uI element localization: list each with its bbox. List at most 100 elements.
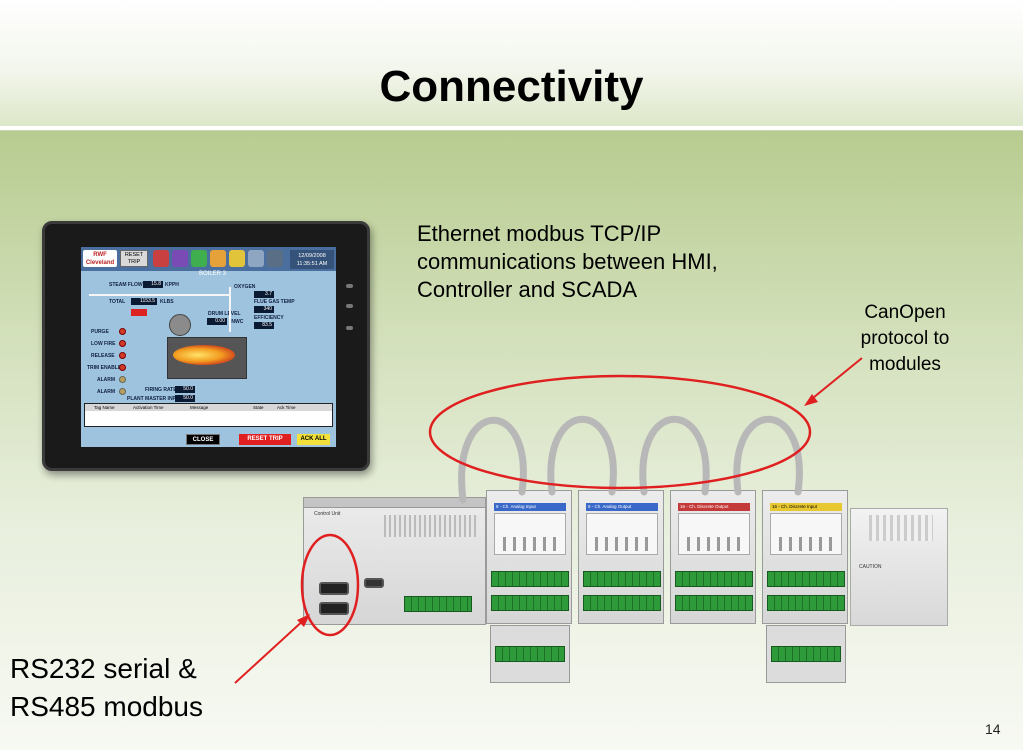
control-unit-label: Control Unit [314, 511, 341, 517]
io-module-discrete-output: 16 - Ch. Discrete Output [670, 490, 756, 624]
slide-title: Connectivity [379, 62, 644, 111]
module-label: 8 - Ch. Analog Input [494, 503, 566, 511]
alarm-lamp [119, 388, 126, 395]
ack-all-button[interactable]: ACK ALL [297, 434, 330, 445]
io-module-analog-input: 8 - Ch. Analog Input [486, 490, 572, 624]
flue-stack [229, 287, 231, 332]
rs485-serial-port[interactable] [319, 602, 349, 615]
status-led [346, 326, 353, 330]
status-led [346, 304, 353, 308]
hmi-screen: RWF Cleveland RESET TRIP 12/09/2008 11:3… [81, 247, 336, 447]
power-supply: CAUTION [850, 508, 948, 626]
serial-callout-line: RS485 modbus [10, 691, 204, 722]
canopen-cable [547, 416, 617, 496]
canopen-cable [458, 416, 527, 504]
close-button[interactable]: CLOSE [186, 434, 220, 445]
lamp-label: RELEASE [91, 353, 115, 359]
terminal-block [675, 571, 753, 587]
terminal-drawer[interactable] [490, 625, 570, 683]
efficiency-label: EFFICIENCY [254, 315, 284, 321]
hmi-reset-trip-top-button[interactable]: RESET TRIP [120, 250, 148, 267]
alarm-lamp [119, 376, 126, 383]
boiler-icon[interactable] [248, 250, 264, 267]
hmi-touch-panel: RWF Cleveland RESET TRIP 12/09/2008 11:3… [42, 221, 370, 471]
oxygen-value: 3.7 [254, 291, 274, 298]
serial-callout: RS232 serial & RS485 modbus [10, 650, 270, 726]
terminal-block [771, 646, 841, 662]
steam-flow-value: 15.8 [143, 281, 163, 288]
total-value: 1153.5 [131, 298, 157, 305]
drum-level-label: DRUM LEVEL [208, 311, 241, 317]
ethernet-callout: Ethernet modbus TCP/IP communications be… [417, 221, 718, 302]
firing-rate-label: FIRING RATE [145, 387, 177, 393]
column-header: Activation Time [133, 405, 164, 410]
canopen-arrow-head [804, 394, 818, 406]
control-unit-top [304, 498, 485, 508]
terminal-block [491, 571, 569, 587]
lamp-label: TRIM ENABLE [87, 365, 122, 371]
steam-flow-unit: KPPH [165, 282, 179, 288]
boiler-title: BOILER 3 [199, 271, 227, 277]
psu-caution-label: CAUTION [859, 564, 882, 570]
plant-master-label: PLANT MASTER INPUT [127, 396, 183, 402]
column-header: Ack Time [277, 405, 296, 410]
terminal-block [583, 571, 661, 587]
total-label: TOTAL [109, 299, 126, 305]
column-header: Message [190, 405, 209, 410]
canopen-cable [639, 416, 710, 496]
reset-trip-button[interactable]: RESET TRIP [239, 434, 291, 445]
trend-icon[interactable] [267, 250, 283, 267]
total-unit: KLBS [160, 299, 174, 305]
column-header: Tag Name [94, 405, 115, 410]
purge-lamp [119, 328, 126, 335]
low-fire-lamp [119, 340, 126, 347]
module-label: 16 - Ch. Discrete Input [770, 503, 842, 511]
burner-status [131, 309, 147, 316]
io-module-analog-output: 8 - Ch. Analog Output [578, 490, 664, 624]
flame-icon[interactable] [229, 250, 245, 267]
help-icon[interactable] [172, 250, 188, 267]
alarm-table-header: Tag Name Activation Time Message State A… [85, 404, 332, 411]
steam-drum [169, 314, 191, 336]
page-number: 14 [985, 721, 1001, 737]
efficiency-value: 83.5 [254, 322, 274, 329]
io-module-discrete-input: 16 - Ch. Discrete Input [762, 490, 848, 624]
fan-icon[interactable] [191, 250, 207, 267]
terminal-block [675, 595, 753, 611]
valve-icon[interactable] [210, 250, 226, 267]
release-lamp [119, 352, 126, 359]
terminal-block [583, 595, 661, 611]
terminal-drawer[interactable] [766, 625, 846, 683]
rs232-serial-port[interactable] [319, 582, 349, 595]
control-unit: Control Unit [303, 497, 486, 625]
plant-master-value: 50.0 [175, 395, 195, 402]
vent-grille [384, 515, 479, 537]
module-window [678, 513, 750, 555]
status-led [346, 284, 353, 288]
title-divider [0, 126, 1023, 131]
terminal-block [491, 595, 569, 611]
trim-enable-lamp [119, 364, 126, 371]
module-window [586, 513, 658, 555]
terminal-block [495, 646, 565, 662]
ethernet-port[interactable] [364, 578, 384, 588]
lamp-label: ALARM [97, 389, 116, 395]
flue-gas-value: 340 [254, 306, 274, 313]
vent-grille [869, 515, 933, 541]
firing-rate-value: 50.0 [175, 386, 195, 393]
alarm-icon[interactable] [153, 250, 169, 267]
serial-callout-line: RS232 serial & [10, 653, 197, 684]
burner-flame [173, 345, 235, 365]
lamp-label: ALARM [97, 377, 116, 383]
alarm-table: Tag Name Activation Time Message State A… [84, 403, 333, 427]
column-header: State [253, 405, 264, 410]
company-logo: RWF Cleveland [83, 250, 117, 267]
module-window [494, 513, 566, 555]
flue-gas-label: FLUE GAS TEMP [254, 299, 295, 305]
canopen-cable [733, 416, 803, 496]
module-label: 8 - Ch. Analog Output [586, 503, 658, 511]
lamp-label: PURGE [91, 329, 109, 335]
steam-pipe [89, 294, 229, 296]
module-window [770, 513, 842, 555]
steam-flow-label: STEAM FLOW [109, 282, 143, 288]
